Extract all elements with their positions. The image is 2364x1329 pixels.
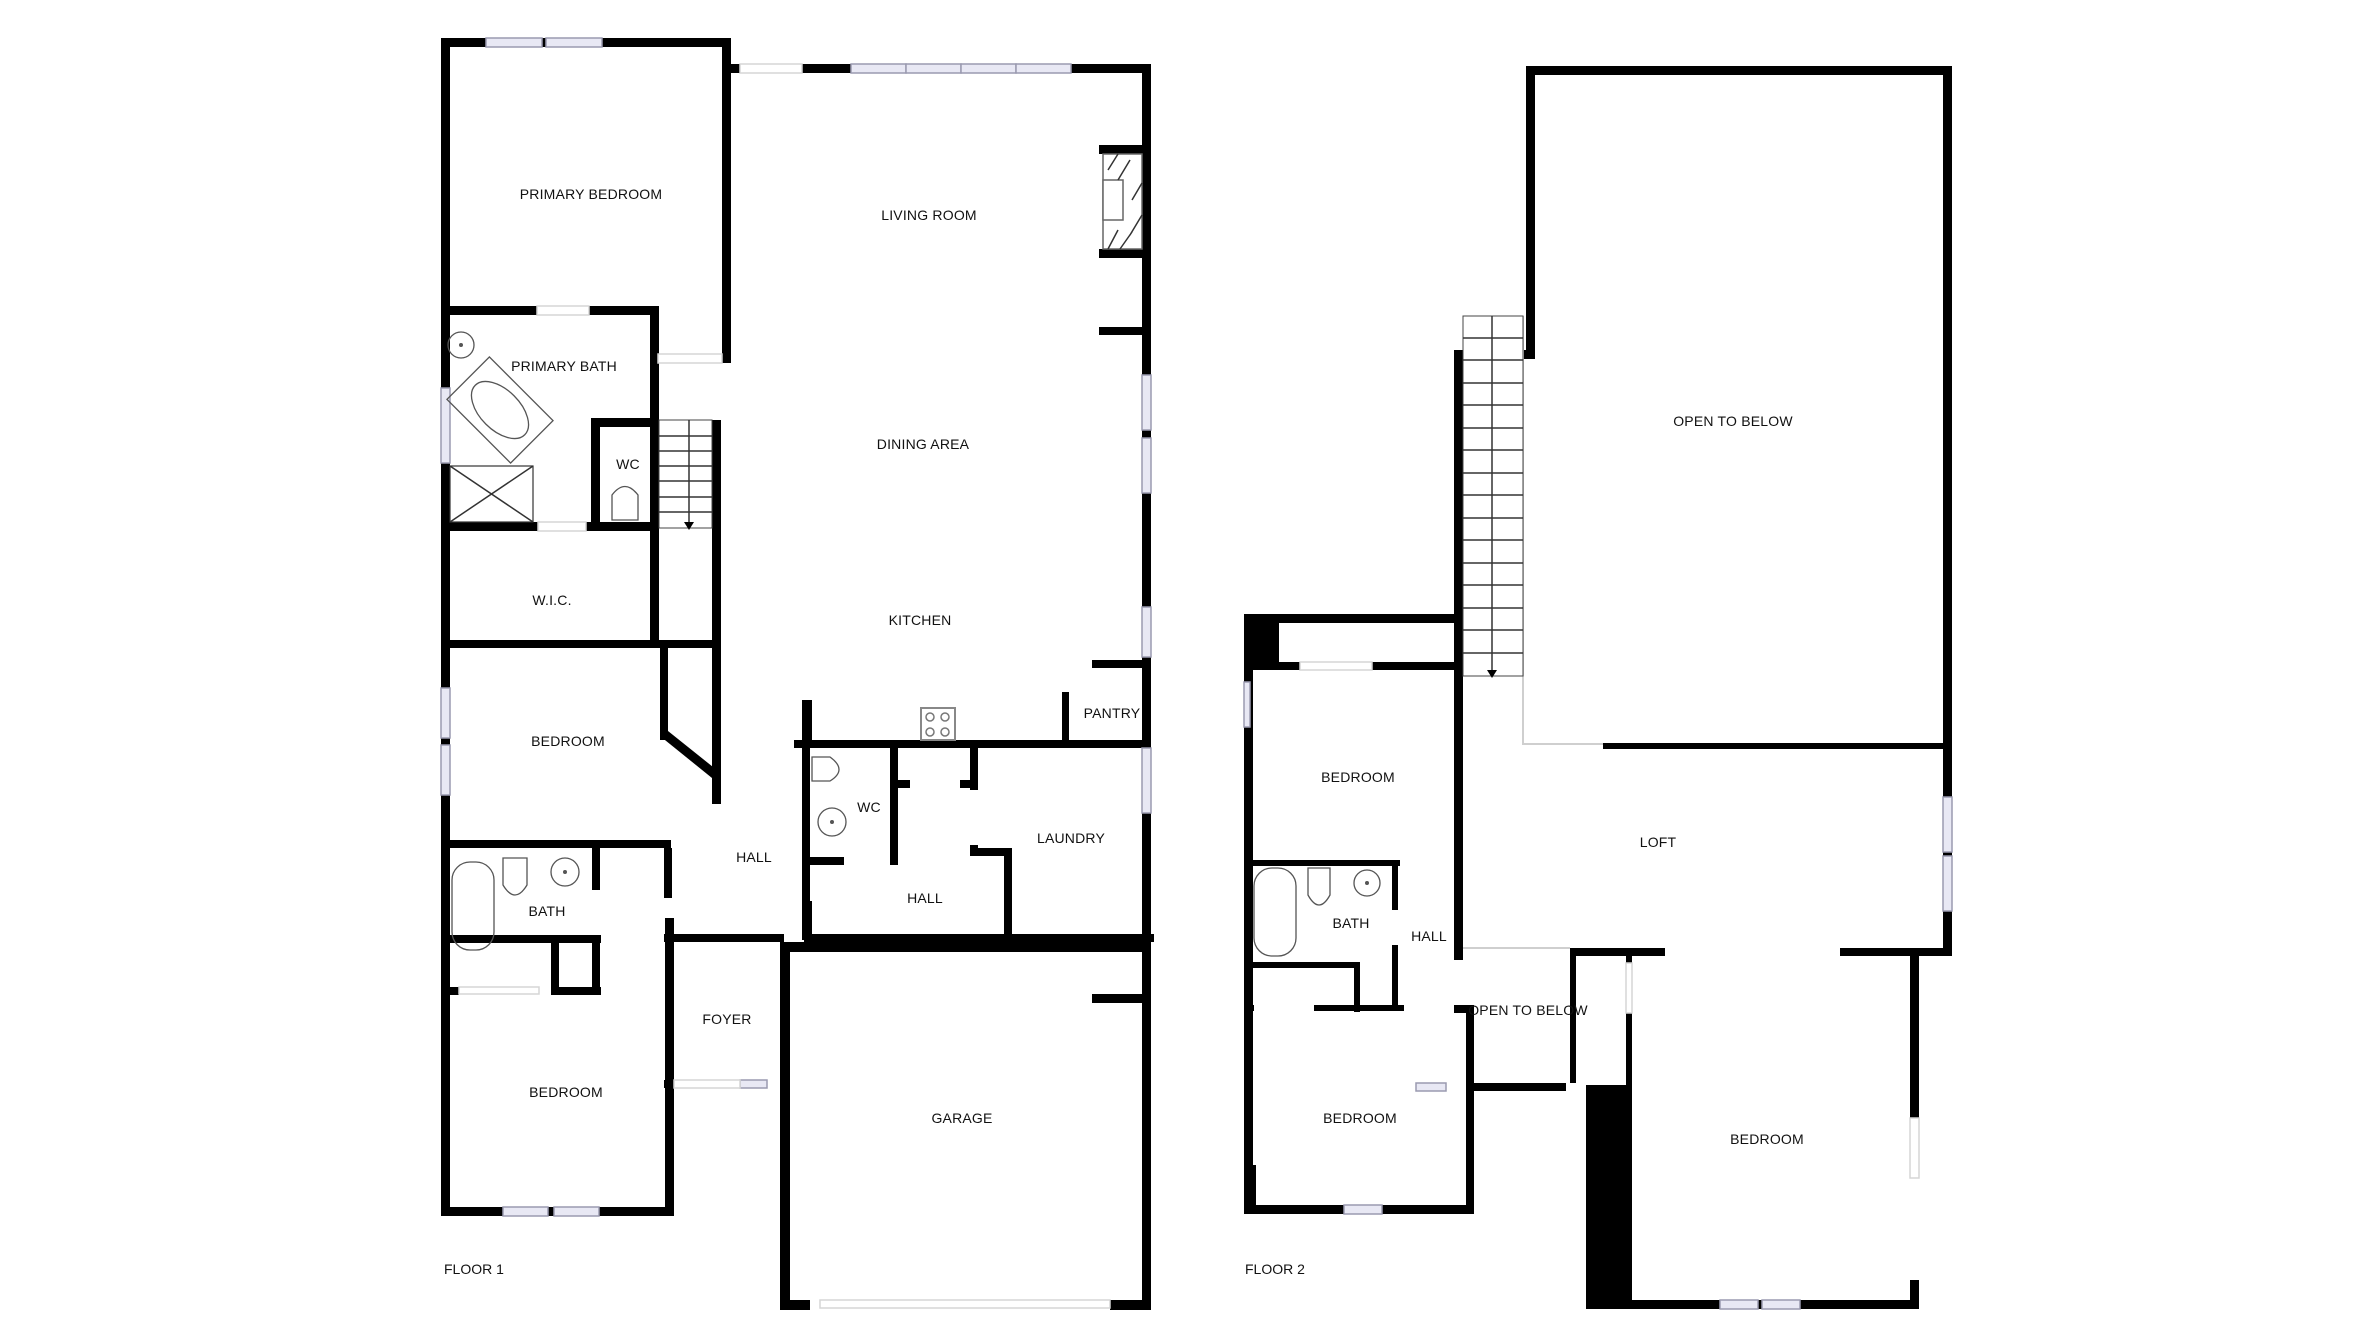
room-label-garage: GARAGE xyxy=(931,1110,993,1126)
stove-icon xyxy=(920,707,956,741)
toilet-icon xyxy=(1307,867,1331,906)
room-label-hall: HALL xyxy=(907,890,943,906)
sink-icon xyxy=(817,807,847,837)
room-label-dining-area: DINING AREA xyxy=(876,436,970,452)
room-label-laundry: LAUNDRY xyxy=(1036,830,1106,846)
bathtub-icon xyxy=(446,356,554,464)
floor2-doors xyxy=(1299,661,1920,1179)
room-label-wic: W.I.C. xyxy=(532,592,572,608)
toilet-icon xyxy=(611,485,639,521)
floor1-label: FLOOR 1 xyxy=(444,1261,504,1277)
room-label-pantry: PANTRY xyxy=(1083,705,1141,721)
room-label-hall: HALL xyxy=(1411,928,1447,944)
room-label-wc: WC xyxy=(857,799,881,815)
room-label-bath: BATH xyxy=(1332,915,1370,931)
room-label-loft: LOFT xyxy=(1639,834,1677,850)
floor1-windows xyxy=(440,37,1152,1217)
room-label-open-to-below: OPEN TO BELOW xyxy=(1468,1002,1588,1018)
stairs-icon xyxy=(658,419,713,530)
sink-icon xyxy=(447,331,475,359)
room-label-bedroom: BEDROOM xyxy=(1730,1131,1804,1147)
room-label-bedroom: BEDROOM xyxy=(1321,769,1395,785)
floor1-doors xyxy=(458,63,1111,1309)
sink-icon xyxy=(1353,869,1381,897)
bathtub-icon xyxy=(451,861,495,951)
floor2-windows xyxy=(1243,681,1953,1310)
floor2-label: FLOOR 2 xyxy=(1245,1261,1305,1277)
room-label-primary-bath: PRIMARY BATH xyxy=(511,358,617,374)
room-label-living-room: LIVING ROOM xyxy=(881,207,977,223)
room-label-kitchen: KITCHEN xyxy=(888,612,952,628)
shower-icon xyxy=(449,465,534,523)
room-label-primary-bedroom: PRIMARY BEDROOM xyxy=(519,186,663,202)
room-label-bedroom: BEDROOM xyxy=(529,1084,603,1100)
room-label-hall: HALL xyxy=(736,849,772,865)
floor1-walls xyxy=(441,38,1154,1310)
room-label-open-to-below: OPEN TO BELOW xyxy=(1673,413,1793,429)
room-label-wc: WC xyxy=(616,456,640,472)
room-label-foyer: FOYER xyxy=(702,1011,752,1027)
stairs-icon xyxy=(1462,315,1524,678)
fireplace-icon xyxy=(1102,153,1143,250)
bathtub-icon xyxy=(1253,867,1297,957)
room-label-bedroom: BEDROOM xyxy=(531,733,605,749)
toilet-icon xyxy=(811,756,840,782)
sink-icon xyxy=(550,857,580,887)
toilet-icon xyxy=(502,857,528,896)
room-label-bedroom: BEDROOM xyxy=(1323,1110,1397,1126)
room-label-bath: BATH xyxy=(528,903,566,919)
